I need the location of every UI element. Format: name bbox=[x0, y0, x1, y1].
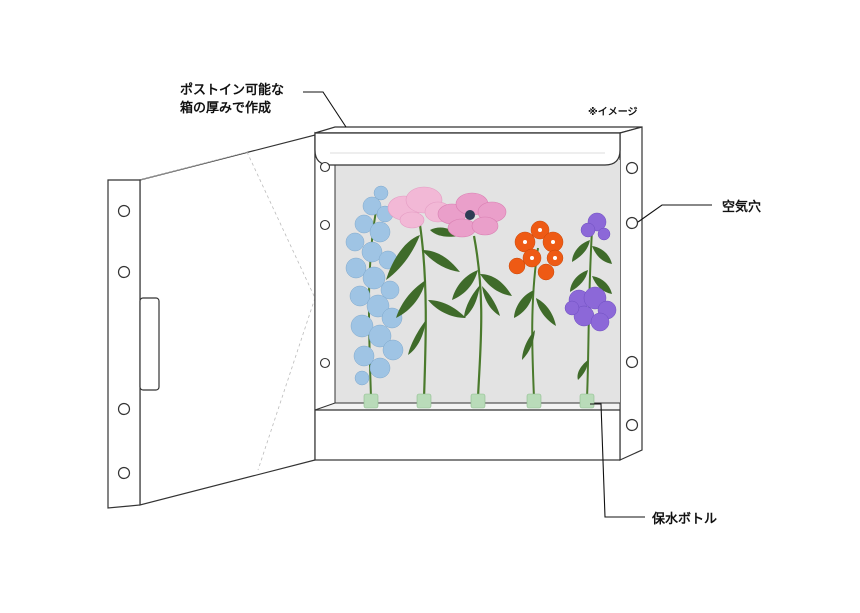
water-bottle bbox=[363, 393, 379, 409]
leader-line-post bbox=[303, 91, 347, 128]
callout-air-holes: 空気穴 bbox=[722, 200, 762, 215]
air-hole bbox=[319, 161, 331, 173]
air-hole bbox=[319, 219, 331, 231]
box-right-side bbox=[619, 126, 643, 461]
leader-lines bbox=[303, 91, 712, 518]
callout-post-size: ポストイン可能な 箱の厚みで作成 bbox=[180, 82, 284, 118]
water-bottle bbox=[526, 393, 542, 409]
lid-fold-line bbox=[257, 297, 316, 471]
air-hole bbox=[117, 402, 131, 416]
air-hole bbox=[625, 355, 639, 369]
box-left-inner-wall bbox=[314, 131, 336, 411]
box-top-edge bbox=[314, 126, 643, 134]
flower-verbena bbox=[564, 212, 617, 399]
box-floor-ledge bbox=[314, 402, 621, 411]
water-bottle bbox=[416, 393, 432, 409]
box-top-flap bbox=[314, 132, 621, 166]
flower-orange-star bbox=[508, 220, 564, 399]
air-hole bbox=[117, 204, 131, 218]
lid-panel bbox=[139, 134, 316, 506]
water-bottle bbox=[579, 393, 595, 409]
air-hole bbox=[625, 216, 639, 230]
lid-tab bbox=[139, 297, 160, 391]
leader-line-air bbox=[637, 204, 712, 223]
air-hole bbox=[625, 161, 639, 175]
leader-line-bottle bbox=[590, 403, 645, 518]
callout-post-line2: 箱の厚みで作成 bbox=[180, 101, 272, 116]
flower-anemone bbox=[437, 192, 512, 399]
callout-water-bottle: 保水ボトル bbox=[652, 512, 718, 527]
water-bottle bbox=[470, 393, 486, 409]
callout-post-line1: ポストイン可能な bbox=[180, 83, 285, 98]
air-hole bbox=[117, 466, 131, 480]
air-hole bbox=[117, 265, 131, 279]
box-lid bbox=[107, 134, 316, 509]
lid-fold-line bbox=[246, 151, 316, 299]
callout-image-note: ※イメージ bbox=[588, 107, 638, 118]
air-hole bbox=[319, 357, 331, 369]
lid-edge-strip bbox=[107, 179, 141, 509]
air-hole bbox=[625, 418, 639, 432]
flowers bbox=[345, 185, 617, 409]
lid-fold-line bbox=[139, 151, 248, 181]
